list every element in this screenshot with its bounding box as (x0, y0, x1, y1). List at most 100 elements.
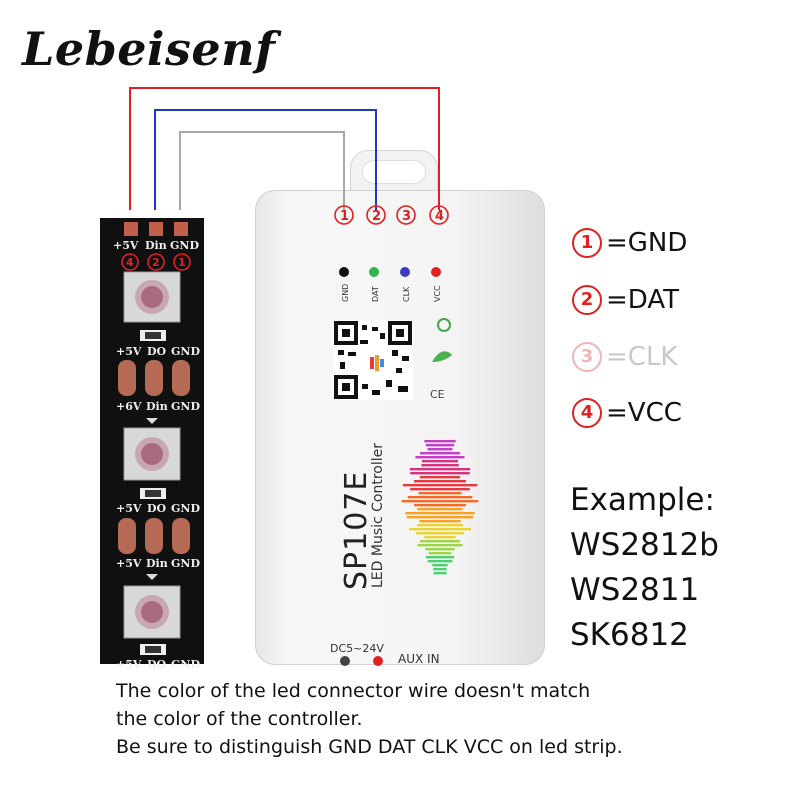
warning-note: The color of the led connector wire does… (0, 672, 800, 800)
legend-text: =CLK (606, 342, 678, 372)
legend-num: 1 (572, 228, 602, 258)
wire-num-3: 3 (402, 209, 411, 224)
pin-label-vcc: VCC (433, 285, 442, 302)
spectrum-bar (421, 464, 459, 467)
spectrum-bar (428, 552, 452, 555)
legend-dat: 2 =DAT (572, 285, 679, 315)
pin-label-dat: DAT (371, 286, 380, 302)
spectrum-bar (415, 456, 465, 459)
spectrum-bar (417, 544, 463, 547)
dat-wire (154, 109, 377, 210)
cut-pad (172, 518, 190, 554)
legend-num: 3 (572, 342, 602, 372)
pin-dot-dat (369, 267, 379, 277)
cut-pad (118, 360, 136, 396)
ce-mark: CE (430, 388, 445, 401)
spectrum-bar (402, 484, 478, 487)
spectrum-bar (414, 480, 466, 483)
spectrum-bar (424, 536, 456, 539)
spectrum-bar (427, 448, 453, 451)
spectrum-bar (425, 556, 454, 559)
strip-pad (124, 222, 138, 236)
spectrum-bar (420, 452, 460, 455)
example-item: SK6812 (570, 617, 689, 653)
spectrum-bar (418, 492, 462, 495)
brand-logo: Lebeisenf (22, 22, 276, 76)
pad-label: +5V (116, 557, 142, 570)
spectrum-bar (419, 540, 461, 543)
wire-num-2: 2 (372, 209, 381, 224)
model-subtitle: LED Music Controller (370, 443, 386, 588)
spectrum-bar (433, 568, 447, 571)
pad-label: DO (147, 345, 167, 358)
spectrum-bar (419, 476, 461, 479)
example-item: WS2811 (570, 572, 700, 608)
pad-label: GND (171, 502, 200, 515)
example-item: WS2812b (570, 527, 719, 563)
legend-vcc: 4 =VCC (572, 398, 682, 428)
power-label: DC5~24V (330, 642, 384, 655)
example-block: Example: WS2812b WS2811 SK6812 (570, 478, 719, 658)
spectrum-bar (410, 488, 470, 491)
pad-label-din: Din (145, 239, 167, 252)
spectrum-bar (425, 444, 454, 447)
direction-arrow (146, 418, 158, 424)
direction-arrow (146, 574, 158, 580)
spectrum-bar (424, 440, 456, 443)
strip-num-2: 2 (152, 256, 160, 269)
spectrum-bar (421, 460, 459, 463)
pad-label: +5V (116, 345, 142, 358)
spectrum-bar (407, 496, 473, 499)
note-line: The color of the led connector wire does… (116, 680, 591, 702)
spectrum-bar (417, 508, 463, 511)
pin-dot-gnd (339, 267, 349, 277)
pin-dot-vcc (431, 267, 441, 277)
legend-text: =VCC (606, 398, 682, 428)
spectrum-bar (433, 572, 447, 575)
controller-body (255, 190, 545, 665)
spectrum-bar (415, 532, 465, 535)
model-name: SP107E (339, 471, 374, 590)
pad-label-5v: +5V (113, 239, 139, 252)
pad-label: DO (147, 658, 167, 671)
spectrum-bar (406, 516, 474, 519)
pad-label-gnd: GND (170, 239, 199, 252)
pad-label: GND (171, 658, 200, 671)
gnd-wire (179, 131, 345, 210)
rohs-icon (432, 351, 452, 362)
spectrum-bar (417, 524, 463, 527)
pad-label: GND (171, 345, 200, 358)
pad-label: Din (146, 400, 168, 413)
pad-label: GND (171, 400, 200, 413)
pin-label-clk: CLK (402, 286, 411, 302)
vcc-wire (129, 87, 440, 210)
spectrum-bar (427, 560, 453, 563)
pad-label: GND (171, 557, 200, 570)
spectrum-bar (405, 512, 475, 515)
spectrum-graphic (401, 440, 479, 575)
spectrum-bar (432, 564, 448, 567)
spectrum-bar (409, 468, 471, 471)
cut-pad (118, 518, 136, 554)
legend-num: 4 (572, 398, 602, 428)
plus-symbol (373, 656, 383, 666)
pad-label: +6V (116, 400, 142, 413)
cut-pad (145, 518, 163, 554)
strip-num-4: 4 (126, 256, 134, 269)
note-line: the color of the controller. (116, 708, 363, 730)
legend-num: 2 (572, 285, 602, 315)
pad-label: DO (147, 502, 167, 515)
strip-num-1: 1 (178, 256, 186, 269)
spectrum-bar (419, 520, 461, 523)
pad-label: +5V (116, 658, 142, 671)
strip-pad (149, 222, 163, 236)
strip-pad (174, 222, 188, 236)
spectrum-bar (410, 472, 470, 475)
pad-label: Din (146, 557, 168, 570)
wire-num-4: 4 (435, 209, 444, 224)
qr-code (333, 320, 413, 400)
pad-label: +5V (116, 502, 142, 515)
mount-hole (362, 160, 426, 184)
spectrum-bar (425, 548, 455, 551)
